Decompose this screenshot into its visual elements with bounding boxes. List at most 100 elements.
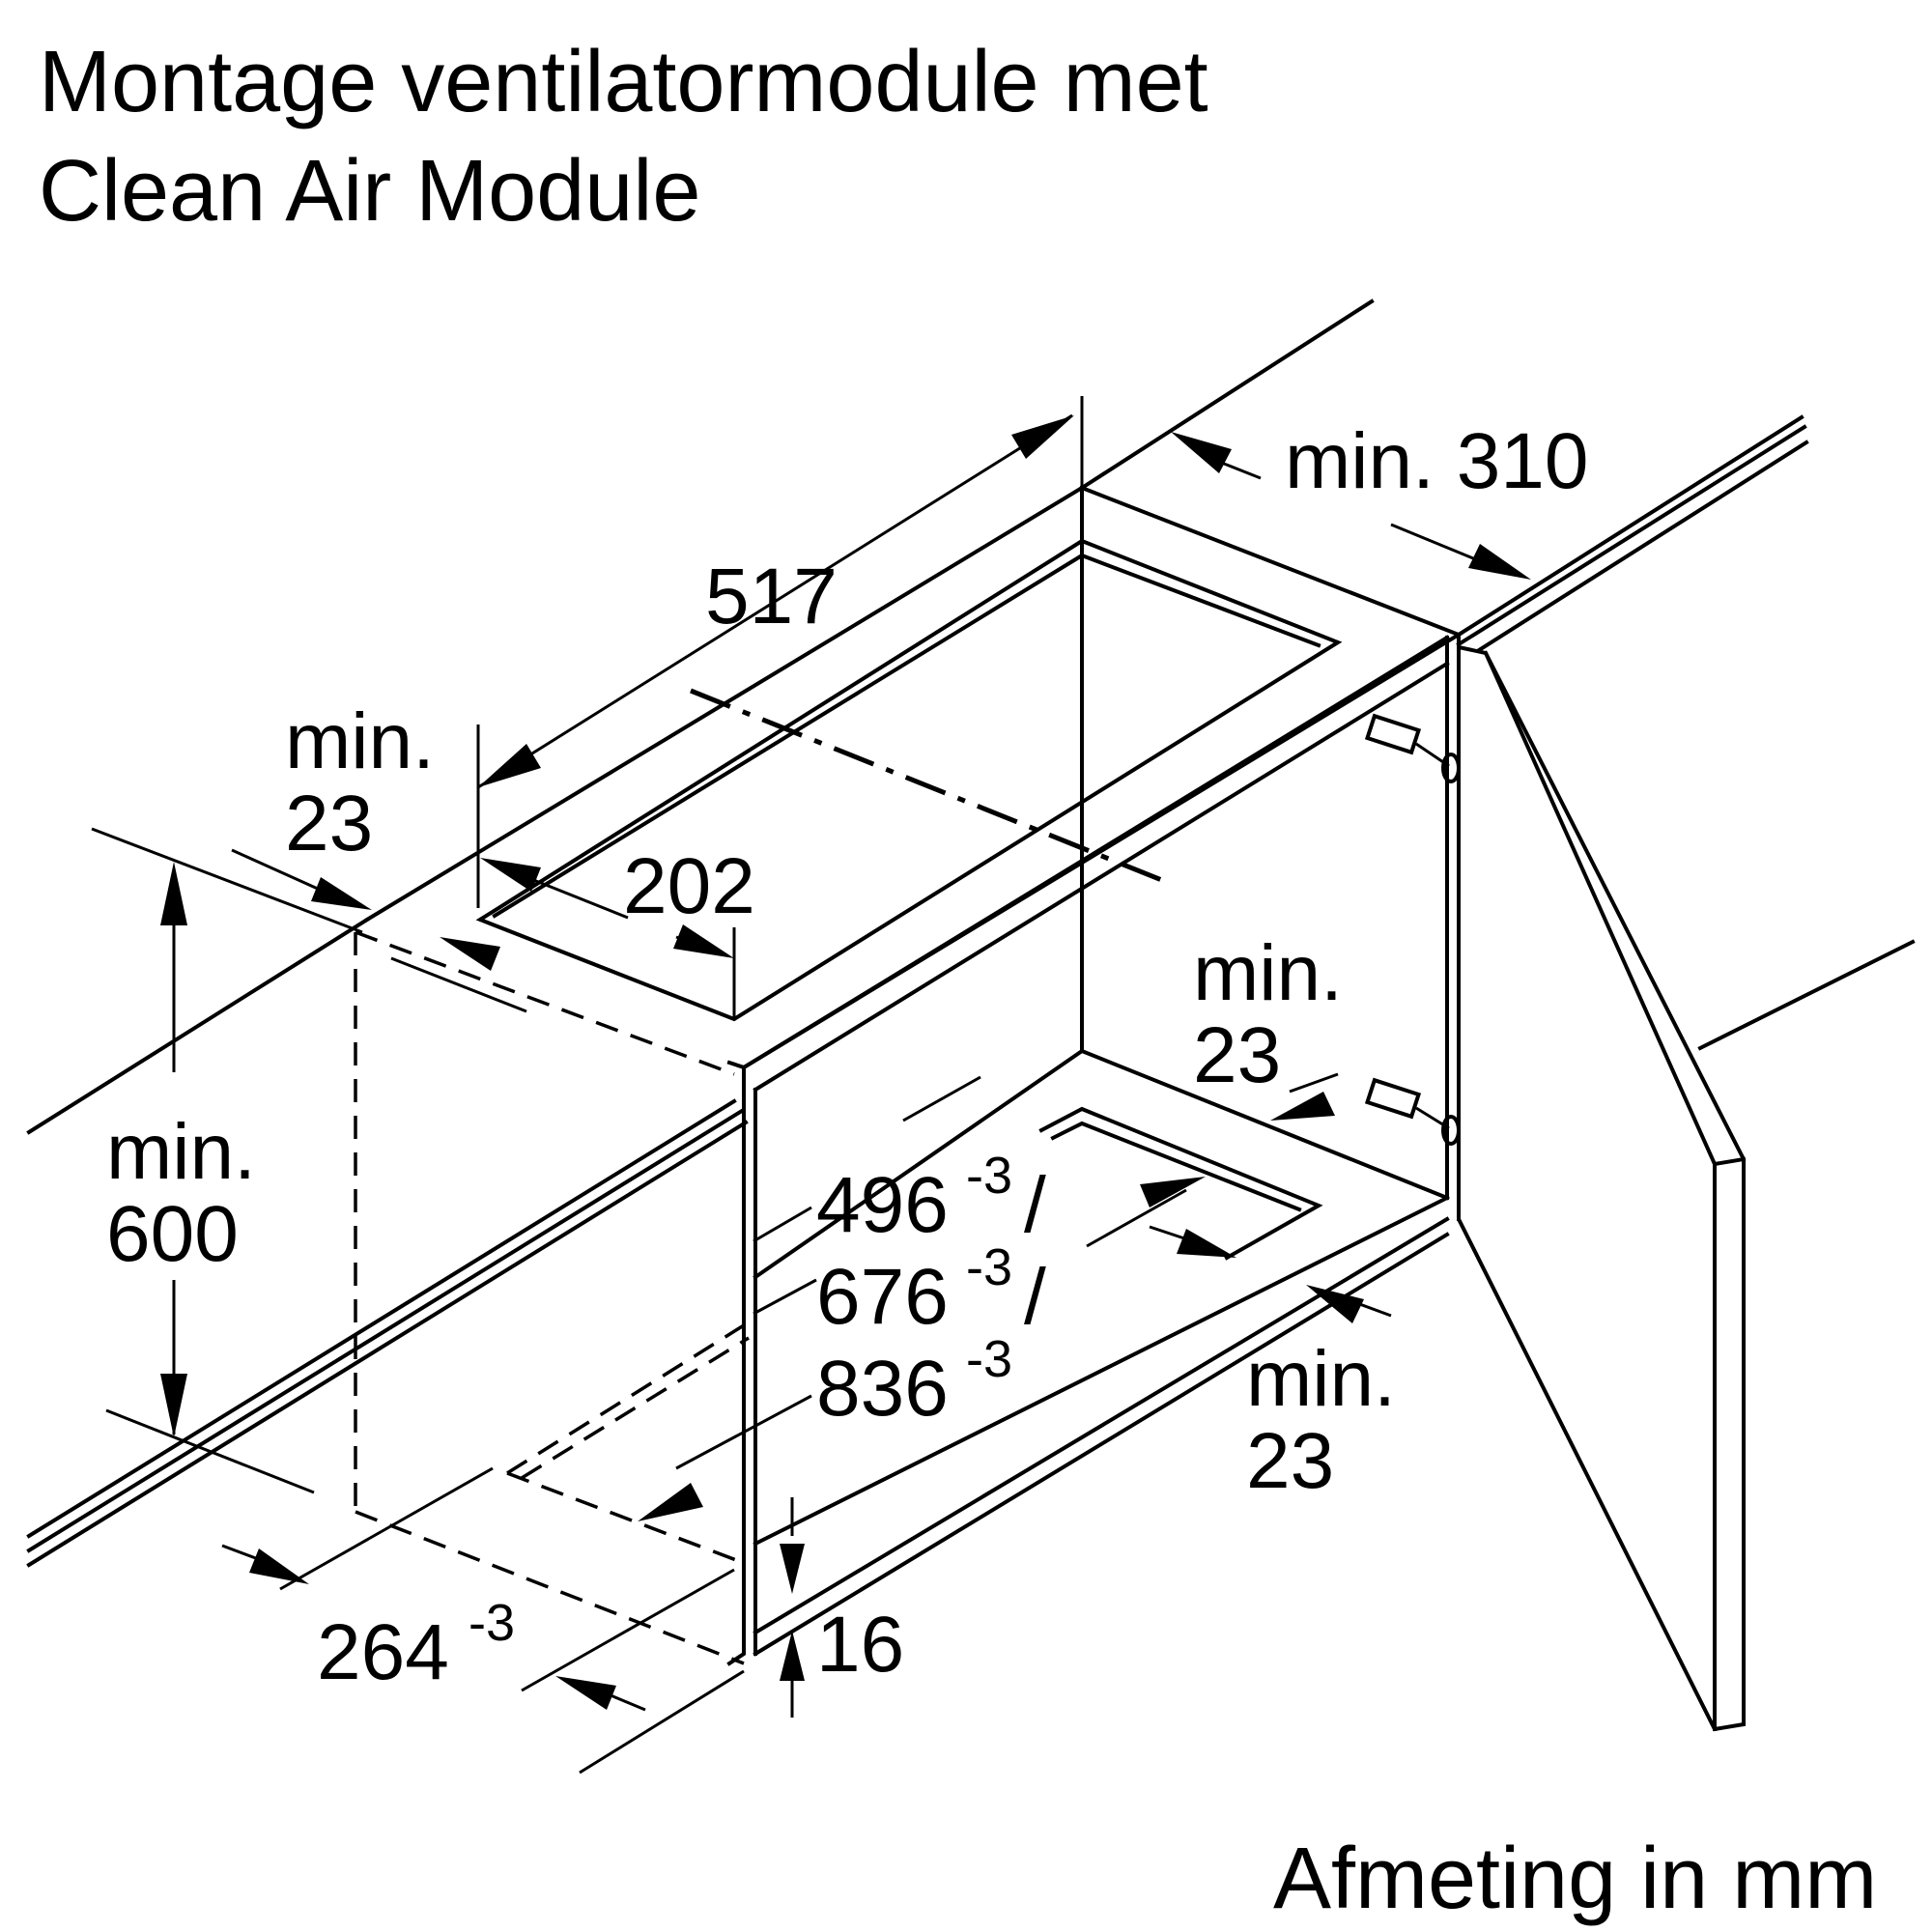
bottom-left-edge: [753, 1048, 1085, 1280]
dim-264-ext-right2: [579, 1669, 745, 1775]
dim-width-ext-top: [902, 1075, 981, 1122]
dim-264-arrow-right: [555, 1676, 616, 1710]
label-min-310: min. 310: [1285, 417, 1589, 505]
front-panel-left: [726, 1060, 746, 1666]
dim-23-left-arrow2: [440, 937, 500, 971]
dim-310-line-left: [1218, 460, 1262, 480]
rail-right-lower: [1697, 939, 1916, 1051]
dim-600-arrow-bottom: [160, 1374, 187, 1437]
cabinet-drawing: [26, 298, 1916, 1732]
bottom-front-edge: [753, 1195, 1450, 1547]
dim-width-line-top: [1086, 1188, 1187, 1248]
dim-600-ext-bottom: [105, 1408, 315, 1494]
front-top-edge: [741, 635, 1450, 1070]
front-top-edge-inner: [753, 661, 1450, 1093]
bottom-back-edge: [1079, 1048, 1450, 1201]
label-517: 517: [705, 553, 838, 640]
label-264: 264 -3: [317, 1594, 515, 1696]
dim-width-line-bottom: [675, 1394, 812, 1470]
dim-width-arrow-top: [1140, 1177, 1206, 1208]
svg-text:836: 836: [816, 1345, 949, 1433]
rail-left-3: [26, 1120, 749, 1568]
hidden-bottom-edge: [355, 1510, 745, 1665]
top-cutout-inner: [492, 553, 1321, 919]
dim-310-arrow-left: [1171, 432, 1232, 473]
label-min600-a: min.: [106, 1108, 256, 1196]
hidden-bottom-back-1: [506, 1323, 745, 1475]
label-min23-left-b: 23: [285, 780, 373, 867]
hidden-top-edge: [355, 930, 735, 1076]
dim-23-left-line: [231, 848, 329, 895]
cabinet-door: [1457, 644, 1746, 1732]
top-cutout-outer: [475, 538, 1343, 1022]
dimension-lines: [91, 413, 1531, 1775]
svg-text:-3: -3: [966, 1238, 1012, 1296]
hidden-bottom-back-2: [521, 1336, 750, 1480]
dim-600-ext-top: [91, 827, 363, 934]
dim-202-line-left: [530, 877, 629, 920]
label-width-836: 836 -3: [816, 1330, 1012, 1433]
dim-16-arrow-top: [780, 1544, 805, 1594]
label-16: 16: [816, 1601, 904, 1689]
bottom-cutout-outer: [1038, 1106, 1323, 1261]
hidden-bottom-right: [506, 1471, 745, 1565]
dim-23-left-arrow: [311, 877, 372, 910]
dim-517-line: [477, 413, 1073, 789]
svg-text:/: /: [1024, 1253, 1046, 1341]
dim-202-arrow-right: [673, 924, 734, 958]
rail-right-3: [1465, 440, 1809, 660]
dim-16-arrow-bottom: [780, 1631, 805, 1681]
svg-text:496: 496: [816, 1161, 949, 1249]
dim-23-mid-arrow: [1270, 1092, 1335, 1121]
bottom-front-edge-lower: [753, 1216, 1450, 1635]
label-min23-mid-a: min.: [1193, 929, 1343, 1017]
wall-line-top: [1079, 298, 1375, 491]
label-min23-right-a: min.: [1246, 1335, 1396, 1423]
rail-right-2: [1456, 424, 1807, 647]
svg-text:-3: -3: [966, 1330, 1012, 1388]
label-min23-mid-b: 23: [1193, 1011, 1281, 1099]
dim-310-line-right: [1390, 523, 1474, 560]
label-min23-left-a: min.: [285, 697, 435, 785]
label-202: 202: [623, 842, 755, 930]
svg-text:264: 264: [317, 1608, 449, 1696]
dim-23-right-arrow: [1306, 1285, 1364, 1323]
rail-left-1: [26, 1098, 737, 1539]
svg-text:/: /: [1024, 1161, 1046, 1249]
svg-text:-3: -3: [469, 1594, 515, 1652]
label-width-496: 496 -3 /: [816, 1147, 1046, 1249]
label-min600-b: 600: [106, 1190, 239, 1278]
diagram-title-line2: Clean Air Module: [39, 143, 700, 240]
dim-264-arrow-left: [249, 1548, 309, 1584]
diagram-title-line1: Montage ventilatormodule met: [39, 34, 1208, 130]
rail-left-top: [26, 917, 370, 1135]
dim-264-line-left: [221, 1544, 262, 1562]
rail-left-2: [26, 1108, 745, 1553]
hinge-top: [1364, 713, 1461, 783]
svg-text:676: 676: [816, 1253, 949, 1341]
dim-23-left-line2: [390, 956, 527, 1013]
rail-right-1: [1456, 414, 1804, 638]
dim-width-ext-b: [753, 1278, 817, 1316]
dim-310-arrow-right: [1468, 544, 1531, 580]
dim-width-arrow-mid: [1177, 1229, 1236, 1258]
dim-width-ext-a: [753, 1206, 812, 1243]
dim-23-mid-line: [1289, 1072, 1339, 1094]
center-line: [690, 688, 1165, 884]
svg-text:-3: -3: [966, 1147, 1012, 1205]
hinge-bottom: [1364, 1077, 1461, 1146]
door-inner-edge: [1483, 650, 1718, 1167]
dim-264-ext-left: [279, 1466, 494, 1591]
dim-202-arrow-left: [480, 858, 541, 892]
label-min23-right-b: 23: [1246, 1417, 1334, 1505]
door-top-edge: [1712, 1156, 1747, 1167]
label-width-676: 676 -3 /: [816, 1238, 1046, 1341]
dim-width-arrow-bottom: [638, 1483, 703, 1521]
dim-517-arrow-right: [1011, 415, 1074, 459]
dim-264-ext-right: [521, 1568, 735, 1692]
dim-600-arrow-top: [160, 862, 187, 925]
bottom-cutout-inner: [1050, 1121, 1302, 1212]
dim-517-arrow-left: [478, 744, 541, 787]
unit-note: Afmeting in mm: [1273, 1831, 1877, 1927]
